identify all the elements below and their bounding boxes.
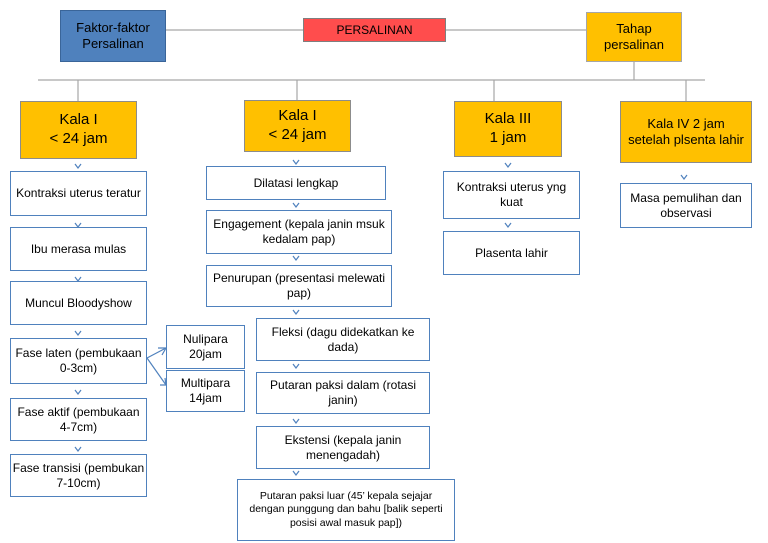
step-putaran-luar: Putaran paksi luar (45’ kepala sejajar d…	[237, 479, 455, 541]
stage-kala-1b: Kala I < 24 jam	[244, 100, 351, 152]
step-ekstensi: Ekstensi (kepala janin menengadah)	[256, 426, 430, 469]
stage-kala-4: Kala IV 2 jam setelah plsenta lahir	[620, 101, 752, 163]
step-fase-transisi: Fase transisi (pembukan 7-10cm)	[10, 454, 147, 497]
stages-box: Tahap persalinan	[586, 12, 682, 62]
branch-nulipara: Nulipara 20jam	[166, 325, 245, 369]
step-kontraksi-kuat: Kontraksi uterus yng kuat	[443, 171, 580, 219]
step-masa-pemulihan: Masa pemulihan dan observasi	[620, 183, 752, 228]
branch-multipara: Multipara 14jam	[166, 370, 245, 412]
step-engagement: Engagement (kepala janin msuk kedalam pa…	[206, 210, 392, 254]
step-plasenta-lahir: Plasenta lahir	[443, 231, 580, 275]
stage-kala-3: Kala III 1 jam	[454, 101, 562, 157]
persalinan-title: PERSALINAN	[303, 18, 446, 42]
stage-kala-1a: Kala I < 24 jam	[20, 101, 137, 159]
step-penurunan: Penurupan (presentasi melewati pap)	[206, 265, 392, 307]
step-fleksi: Fleksi (dagu didekatkan ke dada)	[256, 318, 430, 361]
step-dilatasi: Dilatasi lengkap	[206, 166, 386, 200]
step-fase-laten: Fase laten (pembukaan 0-3cm)	[10, 338, 147, 384]
step-ibu-mulas: Ibu merasa mulas	[10, 227, 147, 271]
step-kontraksi-teratur: Kontraksi uterus teratur	[10, 171, 147, 216]
factors-box: Faktor-faktor Persalinan	[60, 10, 166, 62]
step-fase-aktif: Fase aktif (pembukaan 4-7cm)	[10, 398, 147, 441]
step-putaran-dalam: Putaran paksi dalam (rotasi janin)	[256, 372, 430, 414]
step-bloodyshow: Muncul Bloodyshow	[10, 281, 147, 325]
